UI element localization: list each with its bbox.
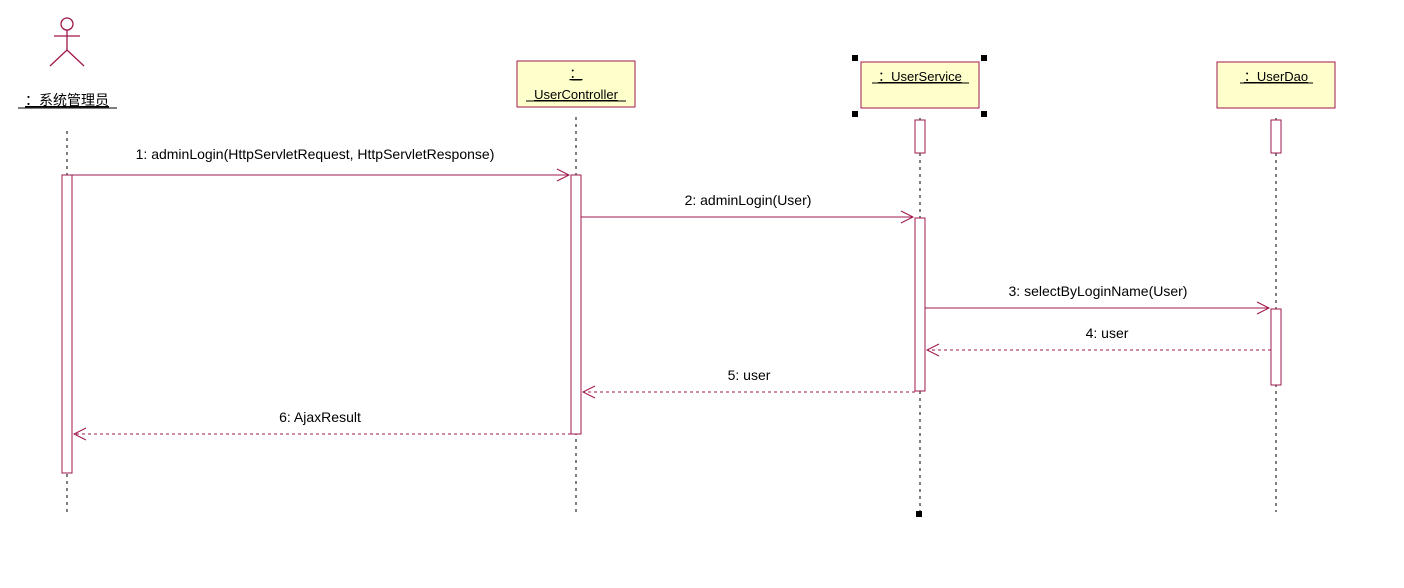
activation-bar[interactable] [61, 174, 73, 474]
actor-system-admin[interactable]: ：系统管理员 [18, 17, 117, 109]
selection-handle[interactable] [852, 111, 858, 117]
message-5[interactable]: 5: user [581, 367, 915, 399]
actor-label: ：系统管理员 [25, 92, 109, 108]
object-label: ：UserDao [1244, 69, 1308, 84]
message-label: 4: user [1086, 325, 1129, 341]
message-3[interactable]: 3: selectByLoginName(User) [925, 283, 1271, 315]
object-userservice[interactable]: ：UserService [852, 55, 987, 117]
message-2[interactable]: 2: adminLogin(User) [581, 192, 915, 224]
arrowhead-icon [1256, 301, 1271, 315]
activation-bar[interactable] [570, 174, 582, 435]
object-usercontroller[interactable]: ： UserController [516, 60, 636, 108]
message-label: 2: adminLogin(User) [685, 192, 812, 208]
lifelines [66, 117, 1277, 512]
object-box [1216, 61, 1336, 109]
message-label: 5: user [728, 367, 771, 383]
activations [61, 119, 1282, 474]
arrowhead-icon [72, 427, 87, 441]
object-userdao[interactable]: ：UserDao [1216, 61, 1336, 109]
message-label: 3: selectByLoginName(User) [1009, 283, 1188, 299]
object-box [516, 60, 636, 108]
selection-handle[interactable] [916, 511, 922, 517]
message-6[interactable]: 6: AjaxResult [72, 409, 571, 441]
selection-handle[interactable] [981, 111, 987, 117]
arrowhead-icon [900, 210, 915, 224]
object-label: ：UserService [878, 69, 962, 84]
selection-handle[interactable] [852, 55, 858, 61]
activation-bar[interactable] [914, 217, 926, 392]
selection-handle[interactable] [981, 55, 987, 61]
arrowhead-icon [925, 343, 940, 357]
message-4[interactable]: 4: user [925, 325, 1271, 357]
arrowhead-icon [556, 168, 571, 182]
message-label: 6: AjaxResult [279, 409, 361, 425]
message-label: 1: adminLogin(HttpServletRequest, HttpSe… [136, 146, 495, 162]
stick-figure-icon [49, 17, 85, 67]
arrowhead-icon [581, 385, 596, 399]
activation-bar[interactable] [1270, 119, 1282, 154]
activation-bar[interactable] [914, 119, 926, 154]
object-box [860, 61, 980, 109]
object-label-prefix: ： [569, 66, 582, 81]
object-label: UserController [534, 87, 618, 102]
activation-bar[interactable] [1270, 308, 1282, 386]
message-1[interactable]: 1: adminLogin(HttpServletRequest, HttpSe… [72, 146, 571, 182]
